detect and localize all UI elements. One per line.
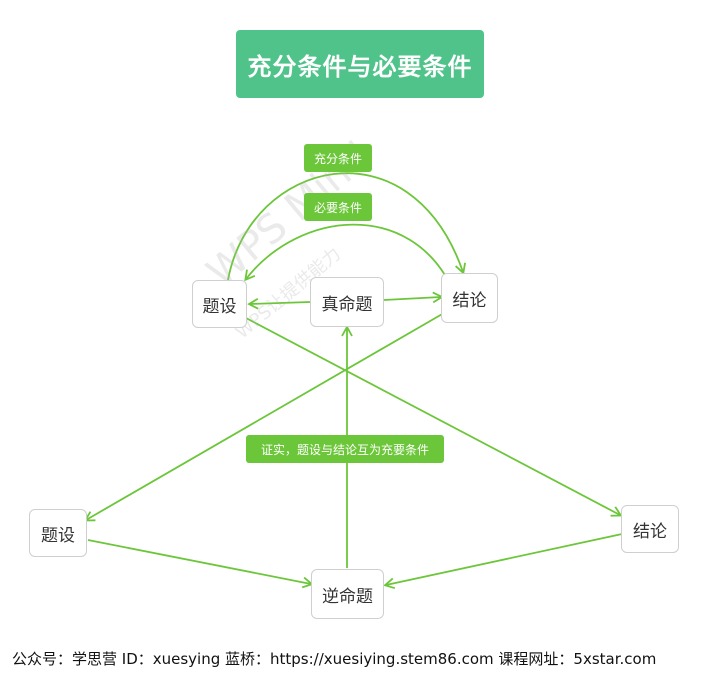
node-top-conclusion[interactable]: 结论	[441, 273, 498, 323]
bottom-condition-to-converse-arrow	[87, 539, 314, 589]
node-bottom-condition[interactable]: 题设	[29, 509, 87, 557]
footer-credit: 公众号：学思营 ID：xuesying 蓝桥：https://xuesiying…	[12, 650, 657, 668]
sufficient-condition-label: 充分条件	[304, 144, 372, 172]
diagram-title: 充分条件与必要条件	[236, 30, 484, 98]
necessary-arc	[244, 223, 453, 289]
top-condition-to-bottom-conclusion-arrow	[245, 317, 623, 517]
node-true-proposition[interactable]: 真命题	[310, 277, 384, 327]
proposition-to-conclusion-arrow	[383, 291, 444, 304]
mutual-condition-label: 证实，题设与结论互为充要条件	[246, 435, 444, 463]
node-top-condition[interactable]: 题设	[192, 280, 247, 328]
bottom-conclusion-to-converse-arrow	[383, 533, 623, 590]
top-conclusion-to-bottom-condition-arrow	[83, 312, 445, 522]
sufficient-arc	[227, 172, 466, 281]
node-bottom-conclusion[interactable]: 结论	[621, 505, 679, 553]
node-converse-proposition[interactable]: 逆命题	[311, 569, 384, 619]
necessary-condition-label: 必要条件	[304, 193, 372, 221]
proposition-to-condition-arrow	[247, 297, 311, 310]
